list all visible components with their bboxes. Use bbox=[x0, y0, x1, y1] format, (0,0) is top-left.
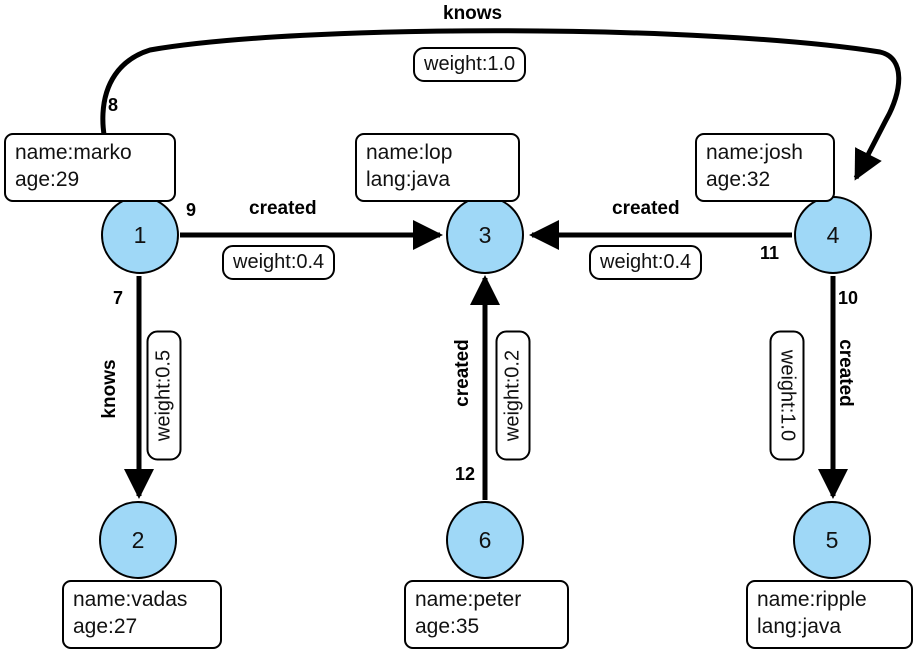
vertex-2-prop-1: age:27 bbox=[73, 614, 138, 638]
vertex-1-properties: name:marko age:29 bbox=[4, 133, 176, 202]
vertex-3[interactable]: 3 bbox=[446, 196, 524, 274]
edge-id-8: 8 bbox=[108, 95, 119, 115]
edge-id-10: 10 bbox=[838, 288, 859, 308]
vertex-4[interactable]: 4 bbox=[794, 196, 872, 274]
edge-label-10: created bbox=[835, 339, 856, 407]
vertex-3-properties: name:lop lang:java bbox=[355, 133, 520, 202]
vertex-5-prop-1: lang:java bbox=[757, 614, 842, 638]
edge-label-7: knows bbox=[99, 359, 120, 419]
vertex-3-label: 3 bbox=[478, 221, 492, 248]
vertex-4-label: 4 bbox=[826, 221, 840, 248]
vertex-1-prop-0: name:marko bbox=[15, 141, 132, 164]
vertex-6-properties: name:peter age:35 bbox=[404, 580, 569, 649]
edge-path-8 bbox=[100, 28, 902, 198]
vertex-5-properties: name:ripple lang:java bbox=[746, 580, 913, 649]
vertex-1-label: 1 bbox=[133, 221, 147, 248]
vertex-1[interactable]: 1 bbox=[101, 196, 179, 274]
vertex-4-prop-0: name:josh bbox=[706, 141, 803, 164]
vertex-6-label: 6 bbox=[478, 526, 492, 553]
edge-weight-10: weight:1.0 bbox=[769, 330, 805, 461]
vertex-2[interactable]: 2 bbox=[99, 501, 177, 579]
edge-weight-7: weight:0.5 bbox=[146, 330, 182, 461]
vertex-5-label: 5 bbox=[825, 526, 839, 553]
edge-label-12: created bbox=[452, 339, 473, 407]
vertex-5-prop-0: name:ripple bbox=[757, 588, 867, 611]
edge-weight-11: weight:0.4 bbox=[589, 245, 703, 280]
vertex-5[interactable]: 5 bbox=[793, 501, 871, 579]
vertex-6[interactable]: 6 bbox=[446, 501, 524, 579]
edge-label-9: created bbox=[249, 198, 317, 219]
vertex-2-prop-0: name:vadas bbox=[73, 588, 188, 611]
edge-weight-12: weight:0.2 bbox=[495, 330, 531, 461]
edge-id-12: 12 bbox=[455, 464, 476, 484]
vertex-2-properties: name:vadas age:27 bbox=[62, 580, 222, 649]
vertex-4-properties: name:josh age:32 bbox=[695, 133, 835, 202]
vertex-4-prop-1: age:32 bbox=[706, 167, 771, 191]
vertex-2-label: 2 bbox=[131, 526, 145, 553]
vertex-1-prop-1: age:29 bbox=[15, 167, 80, 191]
vertex-3-prop-0: name:lop bbox=[366, 141, 453, 164]
vertex-3-prop-1: lang:java bbox=[366, 167, 451, 191]
vertex-6-prop-1: age:35 bbox=[415, 614, 480, 638]
edge-id-11: 11 bbox=[760, 243, 780, 263]
edge-label-8: knows bbox=[443, 3, 503, 24]
edge-weight-8: weight:1.0 bbox=[413, 47, 527, 82]
vertex-6-prop-0: name:peter bbox=[415, 588, 522, 611]
edge-label-11: created bbox=[612, 198, 680, 219]
edge-weight-9: weight:0.4 bbox=[222, 245, 336, 280]
edge-id-9: 9 bbox=[186, 200, 197, 220]
edge-id-7: 7 bbox=[113, 288, 124, 308]
